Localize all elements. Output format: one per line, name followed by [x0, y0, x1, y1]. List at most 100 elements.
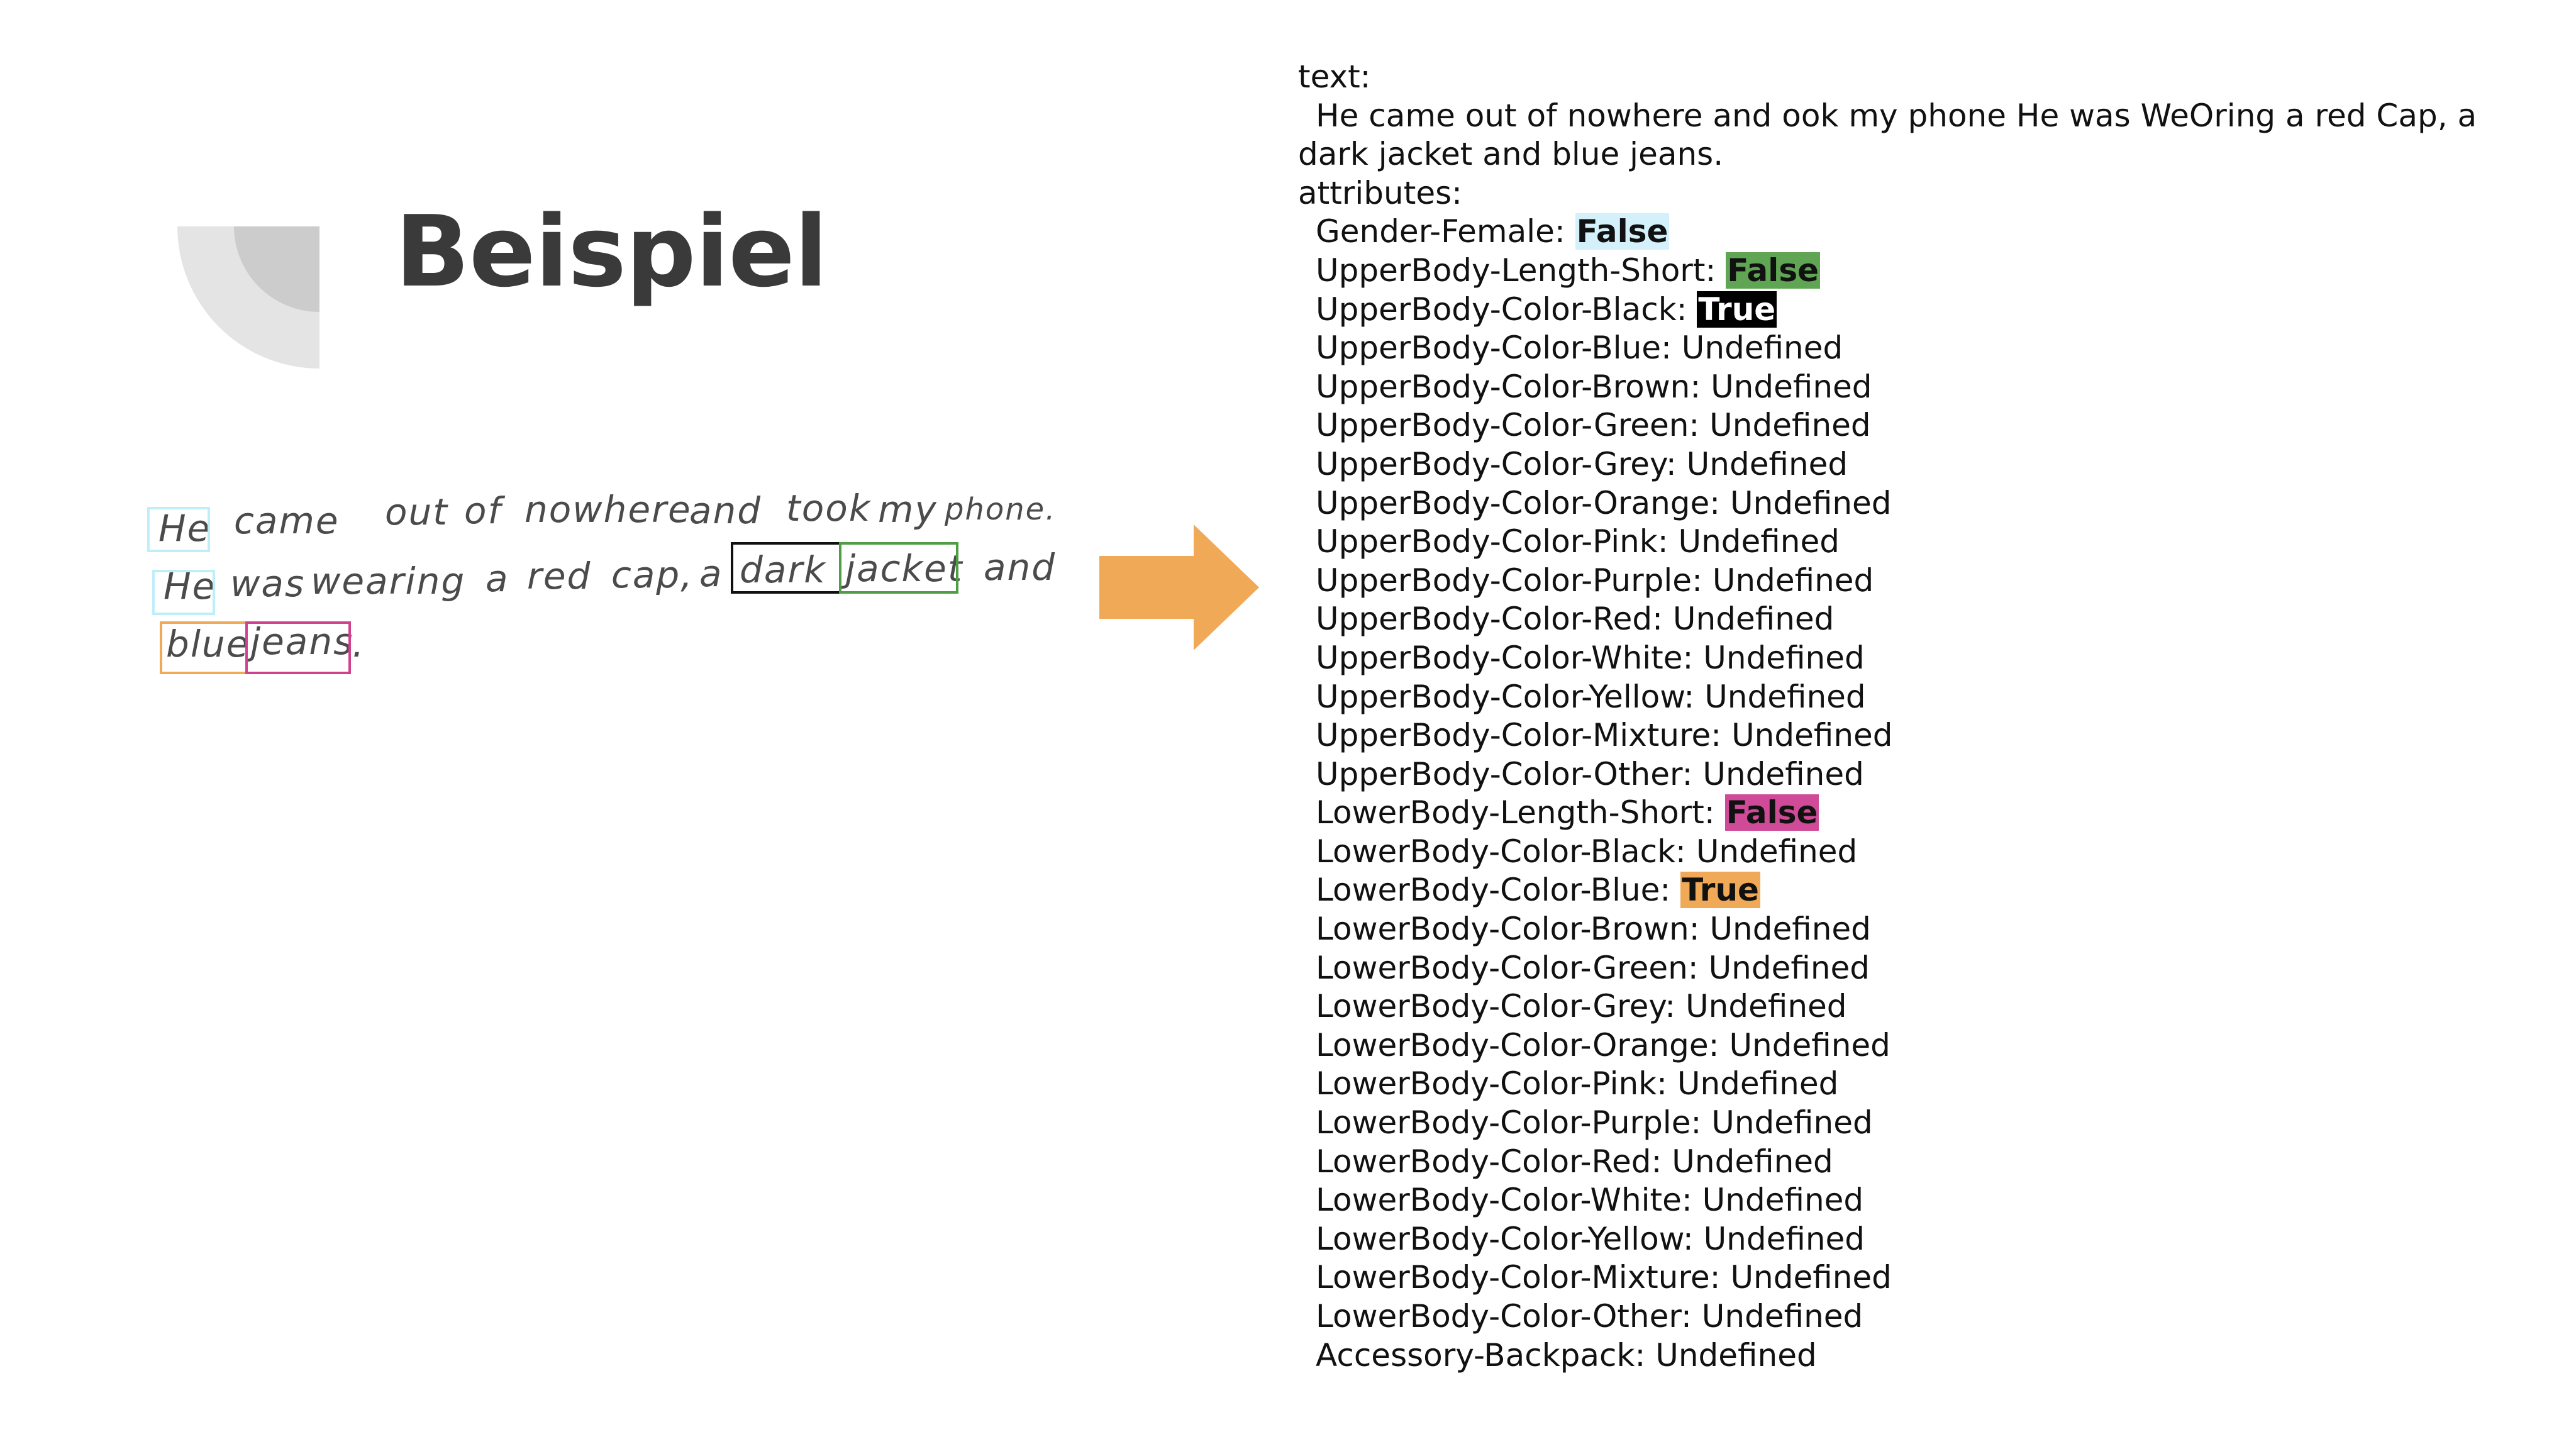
hw-word: dark — [740, 548, 826, 591]
hw-word: jacket — [841, 547, 963, 590]
attribute-row: LowerBody-Color-Mixture: Undefined — [1298, 1258, 2506, 1297]
attribute-value: Undefined — [1704, 678, 1866, 715]
attribute-name: LowerBody-Color-Blue: — [1316, 872, 1671, 909]
attribute-value: Undefined — [1729, 1026, 1890, 1063]
attribute-row: UpperBody-Color-Other: Undefined — [1298, 755, 2506, 794]
attribute-row: LowerBody-Color-Red: Undefined — [1298, 1143, 2506, 1182]
attribute-row: LowerBody-Color-Grey: Undefined — [1298, 987, 2506, 1026]
attribute-row: UpperBody-Color-Brown: Undefined — [1298, 368, 2506, 407]
attribute-name: UpperBody-Color-Black: — [1316, 291, 1687, 328]
hw-word: was — [230, 562, 305, 605]
attribute-row: LowerBody-Color-Orange: Undefined — [1298, 1026, 2506, 1065]
attribute-name: UpperBody-Color-Orange: — [1316, 484, 1721, 521]
text-label: text: — [1298, 58, 1371, 95]
attribute-row: UpperBody-Color-Mixture: Undefined — [1298, 716, 2506, 755]
attribute-name: UpperBody-Color-White: — [1316, 639, 1694, 676]
hw-word: cap, — [611, 553, 694, 596]
attribute-name: LowerBody-Color-Red: — [1316, 1143, 1662, 1180]
attribute-row: UpperBody-Color-Green: Undefined — [1298, 406, 2506, 445]
attribute-row: LowerBody-Color-Black: Undefined — [1298, 833, 2506, 872]
annotation-box-he-1 — [147, 507, 210, 552]
attribute-value: Undefined — [1711, 368, 1872, 405]
attribute-value: Undefined — [1708, 949, 1870, 986]
attribute-name: LowerBody-Color-Other: — [1316, 1298, 1692, 1335]
attribute-value: True — [1697, 291, 1777, 328]
attribute-name: UpperBody-Color-Pink: — [1316, 523, 1668, 560]
attribute-name: UpperBody-Length-Short: — [1316, 252, 1716, 289]
hw-word: a — [699, 552, 723, 595]
attribute-name: Accessory-Backpack: — [1316, 1336, 1646, 1374]
attribute-value: Undefined — [1677, 1065, 1839, 1102]
deco-inner-arc — [234, 226, 319, 312]
attribute-value: Undefined — [1730, 484, 1892, 521]
hw-word: jeans — [246, 620, 353, 663]
attribute-row: Accessory-Backpack: Undefined — [1298, 1336, 2506, 1375]
attribute-value: Undefined — [1672, 601, 1835, 638]
attribute-row: UpperBody-Color-White: Undefined — [1298, 639, 2506, 678]
attribute-name: LowerBody-Length-Short: — [1316, 794, 1715, 831]
attribute-row: Gender-Female: False — [1298, 213, 2506, 252]
attribute-value: Undefined — [1730, 1259, 1892, 1296]
attributes-label: attributes: — [1298, 174, 1462, 211]
attribute-row: UpperBody-Color-Red: Undefined — [1298, 600, 2506, 639]
annotation-box-he-2 — [152, 570, 215, 615]
attribute-value: Undefined — [1731, 717, 1893, 754]
hw-word: wearing — [311, 560, 465, 602]
attribute-value: Undefined — [1709, 407, 1871, 444]
attribute-name: UpperBody-Color-Grey: — [1316, 445, 1677, 482]
hw-word: and — [689, 489, 762, 532]
slide-title: Beispiel — [395, 194, 828, 309]
attribute-value: Undefined — [1685, 988, 1847, 1025]
hw-word: nowhere — [525, 488, 692, 531]
attribute-value: Undefined — [1686, 445, 1848, 482]
attribute-value: False — [1575, 213, 1670, 250]
attribute-name: UpperBody-Color-Blue: — [1316, 330, 1672, 367]
hw-word: . — [352, 623, 365, 665]
attribute-row: LowerBody-Length-Short: False — [1298, 794, 2506, 833]
attribute-row: UpperBody-Color-Black: True — [1298, 291, 2506, 330]
hw-word: phone. — [944, 492, 1056, 527]
attribute-row: UpperBody-Color-Orange: Undefined — [1298, 484, 2506, 523]
hw-word: red — [527, 555, 591, 597]
output-panel: text: He came out of nowhere and ook my … — [1298, 58, 2506, 1375]
attribute-name: UpperBody-Color-Yellow: — [1316, 678, 1695, 715]
attribute-name: LowerBody-Color-Yellow: — [1316, 1220, 1694, 1257]
attribute-value: False — [1724, 794, 1819, 831]
attribute-row: LowerBody-Color-Yellow: Undefined — [1298, 1220, 2506, 1259]
attribute-name: LowerBody-Color-White: — [1316, 1182, 1692, 1219]
attribute-row: UpperBody-Color-Grey: Undefined — [1298, 445, 2506, 484]
attribute-row: UpperBody-Color-Blue: Undefined — [1298, 329, 2506, 368]
attribute-name: UpperBody-Color-Brown: — [1316, 368, 1701, 405]
attribute-value: Undefined — [1681, 330, 1843, 367]
attribute-value: Undefined — [1655, 1336, 1817, 1374]
hw-word: took — [786, 487, 872, 530]
attribute-value: Undefined — [1678, 523, 1840, 560]
attribute-row: LowerBody-Color-Pink: Undefined — [1298, 1065, 2506, 1104]
attribute-name: LowerBody-Color-Mixture: — [1316, 1259, 1721, 1296]
attribute-value: True — [1680, 872, 1760, 909]
attribute-value: Undefined — [1709, 911, 1871, 948]
handwritten-sample: He came out of nowhere and took my phone… — [147, 487, 1056, 674]
attribute-row: UpperBody-Color-Yellow: Undefined — [1298, 678, 2506, 717]
attribute-row: LowerBody-Color-Brown: Undefined — [1298, 910, 2506, 949]
attribute-name: UpperBody-Color-Green: — [1316, 407, 1700, 444]
attribute-value: Undefined — [1703, 1220, 1865, 1257]
hw-word: and — [984, 546, 1056, 589]
hw-word: of — [464, 489, 505, 532]
attribute-value: Undefined — [1711, 1104, 1873, 1141]
annotation-box-jacket — [839, 542, 958, 594]
attribute-name: LowerBody-Color-Pink: — [1316, 1065, 1667, 1102]
attribute-name: Gender-Female: — [1316, 213, 1565, 250]
attribute-row: UpperBody-Color-Purple: Undefined — [1298, 562, 2506, 601]
hw-word: came — [234, 499, 340, 542]
attribute-row: UpperBody-Length-Short: False — [1298, 252, 2506, 291]
attribute-value: Undefined — [1703, 639, 1865, 676]
attribute-name: UpperBody-Color-Purple: — [1316, 562, 1702, 599]
attribute-value: Undefined — [1701, 1298, 1863, 1335]
attribute-name: LowerBody-Color-Orange: — [1316, 1026, 1719, 1063]
attribute-name: UpperBody-Color-Red: — [1316, 601, 1663, 638]
attribute-row: LowerBody-Color-Other: Undefined — [1298, 1297, 2506, 1336]
attribute-value: Undefined — [1712, 562, 1874, 599]
attribute-name: LowerBody-Color-Purple: — [1316, 1104, 1702, 1141]
annotation-box-jeans — [245, 621, 351, 674]
